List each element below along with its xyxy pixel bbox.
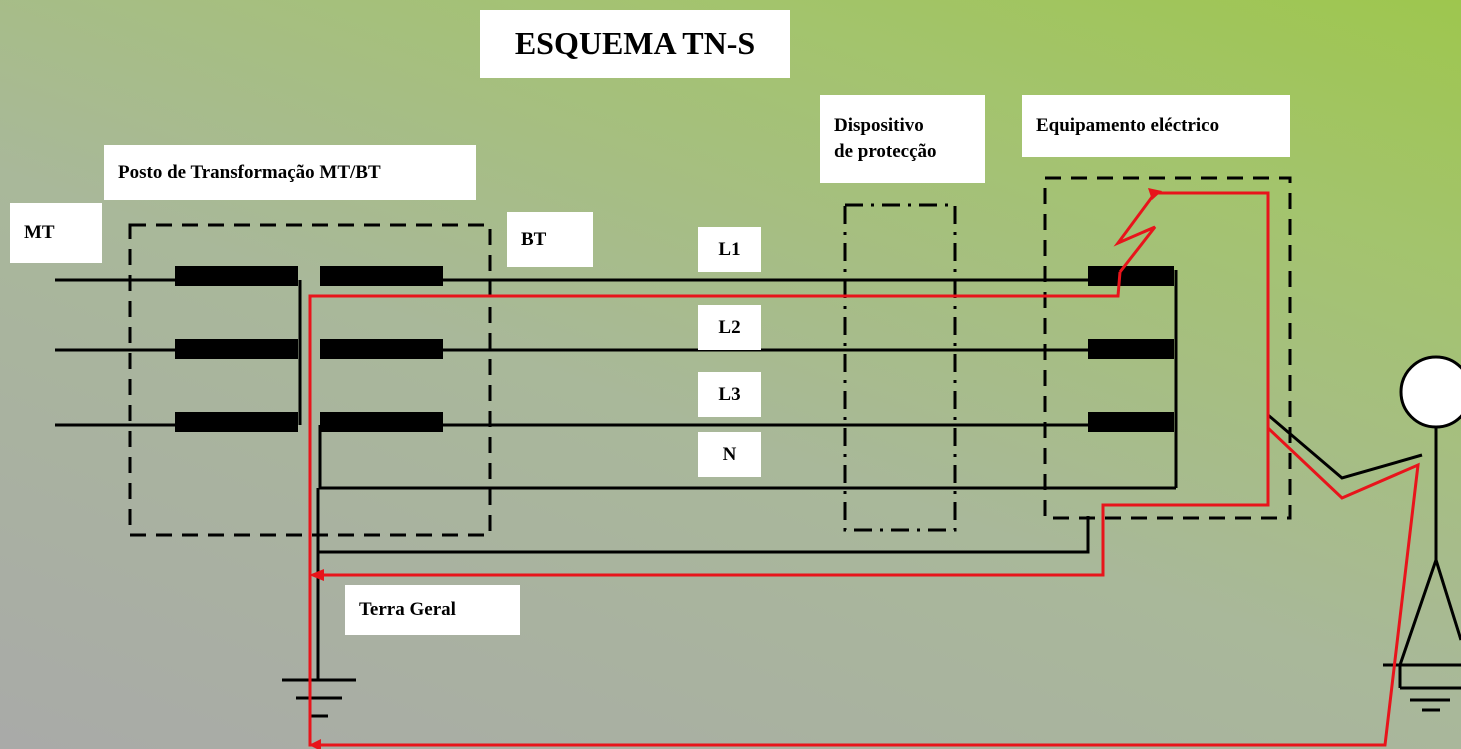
equipment-frame-wire — [1267, 413, 1423, 480]
equipment-box — [1043, 176, 1292, 520]
equipment-windings — [1088, 266, 1174, 432]
fault-arrow-earth — [309, 569, 324, 581]
equipment-label: Equipamento eléctrico — [1022, 95, 1290, 157]
primary-windings — [175, 266, 298, 432]
ground-symbol — [282, 678, 356, 718]
phase-conductors — [443, 278, 1090, 427]
fault-current-path — [308, 191, 1420, 747]
earth-label: Terra Geral — [345, 585, 520, 635]
protection-device-label-line2: de protecção — [834, 141, 937, 162]
person-ground-symbol — [1398, 665, 1461, 712]
secondary-windings — [320, 266, 443, 432]
bt-label: BT — [507, 212, 593, 267]
protection-device-label-line1: Dispositivo — [834, 115, 924, 137]
person-figure — [1383, 355, 1461, 667]
diagram-title: ESQUEMA TN-S — [480, 10, 790, 78]
mt-label: MT — [10, 203, 102, 263]
l1-label: L1 — [698, 227, 761, 272]
fault-arrow-spark — [1148, 188, 1162, 200]
protective-conductor — [316, 488, 1090, 554]
protection-device-box — [843, 203, 957, 532]
l2-label: L2 — [698, 305, 761, 350]
l3-label: L3 — [698, 372, 761, 417]
neutral-conductor — [318, 425, 1176, 490]
transformer-station-label: Posto de Transformação MT/BT — [104, 145, 476, 200]
fault-arrow-return — [309, 739, 321, 749]
transformer-station-box — [128, 223, 492, 537]
n-label: N — [698, 432, 761, 477]
protection-device-label: Dispositivo de protecção — [820, 95, 985, 183]
mt-conductors — [55, 278, 175, 427]
